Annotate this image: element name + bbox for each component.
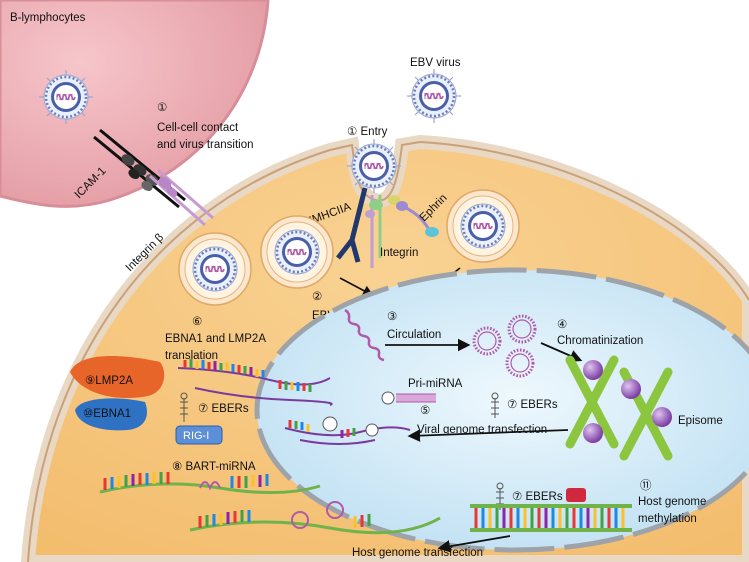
step4-number: ④ (557, 319, 567, 331)
ebers-nuc-icon (491, 392, 499, 418)
ebers-bottom-label: ⑦ EBERs (512, 491, 563, 503)
host-dna-helix-icon (470, 488, 632, 532)
ebers-cyto-label: ⑦ EBERs (198, 403, 249, 415)
b-cell-virion-icon (38, 69, 94, 125)
step3-number: ③ (387, 311, 397, 323)
circulation-label: Circulation (387, 329, 441, 341)
host-methylation-label-line1: Host genome (638, 496, 706, 508)
icam1-receptor-icon (93, 128, 186, 209)
lmp2a-protein-icon (70, 356, 165, 399)
translation-label-line2: translation (165, 350, 218, 362)
endosome-middle (261, 216, 333, 288)
host-methylation-label-line2: methylation (638, 513, 697, 525)
ebna1-label: ⑩EBNA1 (83, 408, 131, 420)
cell-contact-label-line1: Cell-cell contact (157, 122, 239, 134)
step1-number: ① (157, 102, 167, 114)
nucleus (254, 267, 749, 553)
ebers-bottom-icon (496, 482, 504, 510)
ebers-cyto-icon (180, 392, 188, 422)
step6-number: ⑥ (192, 316, 202, 328)
chromatinization-label: Chromatinization (557, 335, 643, 347)
linear-dna-icon (344, 308, 385, 362)
ebv-virus-label: EBV virus (410, 57, 461, 69)
entry-label: ① Entry (347, 126, 388, 138)
ebna1-protein-icon (75, 398, 147, 431)
bart-mirna-label: ⑧ BART-miRNA (172, 461, 256, 473)
ebers-nuc-label: ⑦ EBERs (507, 399, 558, 411)
step11-number: ⑪ (640, 479, 652, 492)
step2-number: ② (312, 291, 322, 303)
lmp2a-label: ⑨LMP2A (85, 375, 133, 387)
viral-transfection-label: Viral genome transfection (417, 424, 547, 436)
nuclear-rna-icon (284, 416, 411, 445)
pri-mirna-label: Pri-miRNA (408, 378, 463, 390)
integrin-beta-icon (149, 168, 214, 227)
mrna-strands-icon (177, 359, 333, 406)
host-transfection-label: Host genome transfection (352, 547, 483, 559)
episome-label: Episome (678, 415, 723, 427)
episome-icons (583, 360, 672, 443)
b-lymphocytes-label: B-lymphocytes (10, 12, 86, 24)
ephrin-receptor-icon (388, 195, 439, 237)
ebv-virus-icon (406, 68, 462, 124)
bart-mirna-icon (99, 472, 321, 495)
host-genome-strand-lower (189, 501, 441, 535)
integrin-receptor-icon (365, 195, 383, 268)
nmhciia-receptor-icon (336, 187, 368, 263)
rig1-label: RIG-I (183, 430, 209, 442)
entry-virion-icon (346, 138, 402, 194)
endosome-left (179, 233, 251, 305)
b-lymphocyte-cell (0, 0, 270, 208)
rig1-box (175, 425, 223, 445)
translation-label-line1: EBNA1 and LMP2A (165, 333, 266, 345)
integrin-label: Integrin (380, 247, 418, 259)
cell-contact-label-line2: and virus transition (157, 139, 254, 151)
endosome-right (447, 190, 519, 262)
step5-number: ⑤ (420, 405, 430, 417)
pri-mirna-icon (381, 391, 436, 405)
